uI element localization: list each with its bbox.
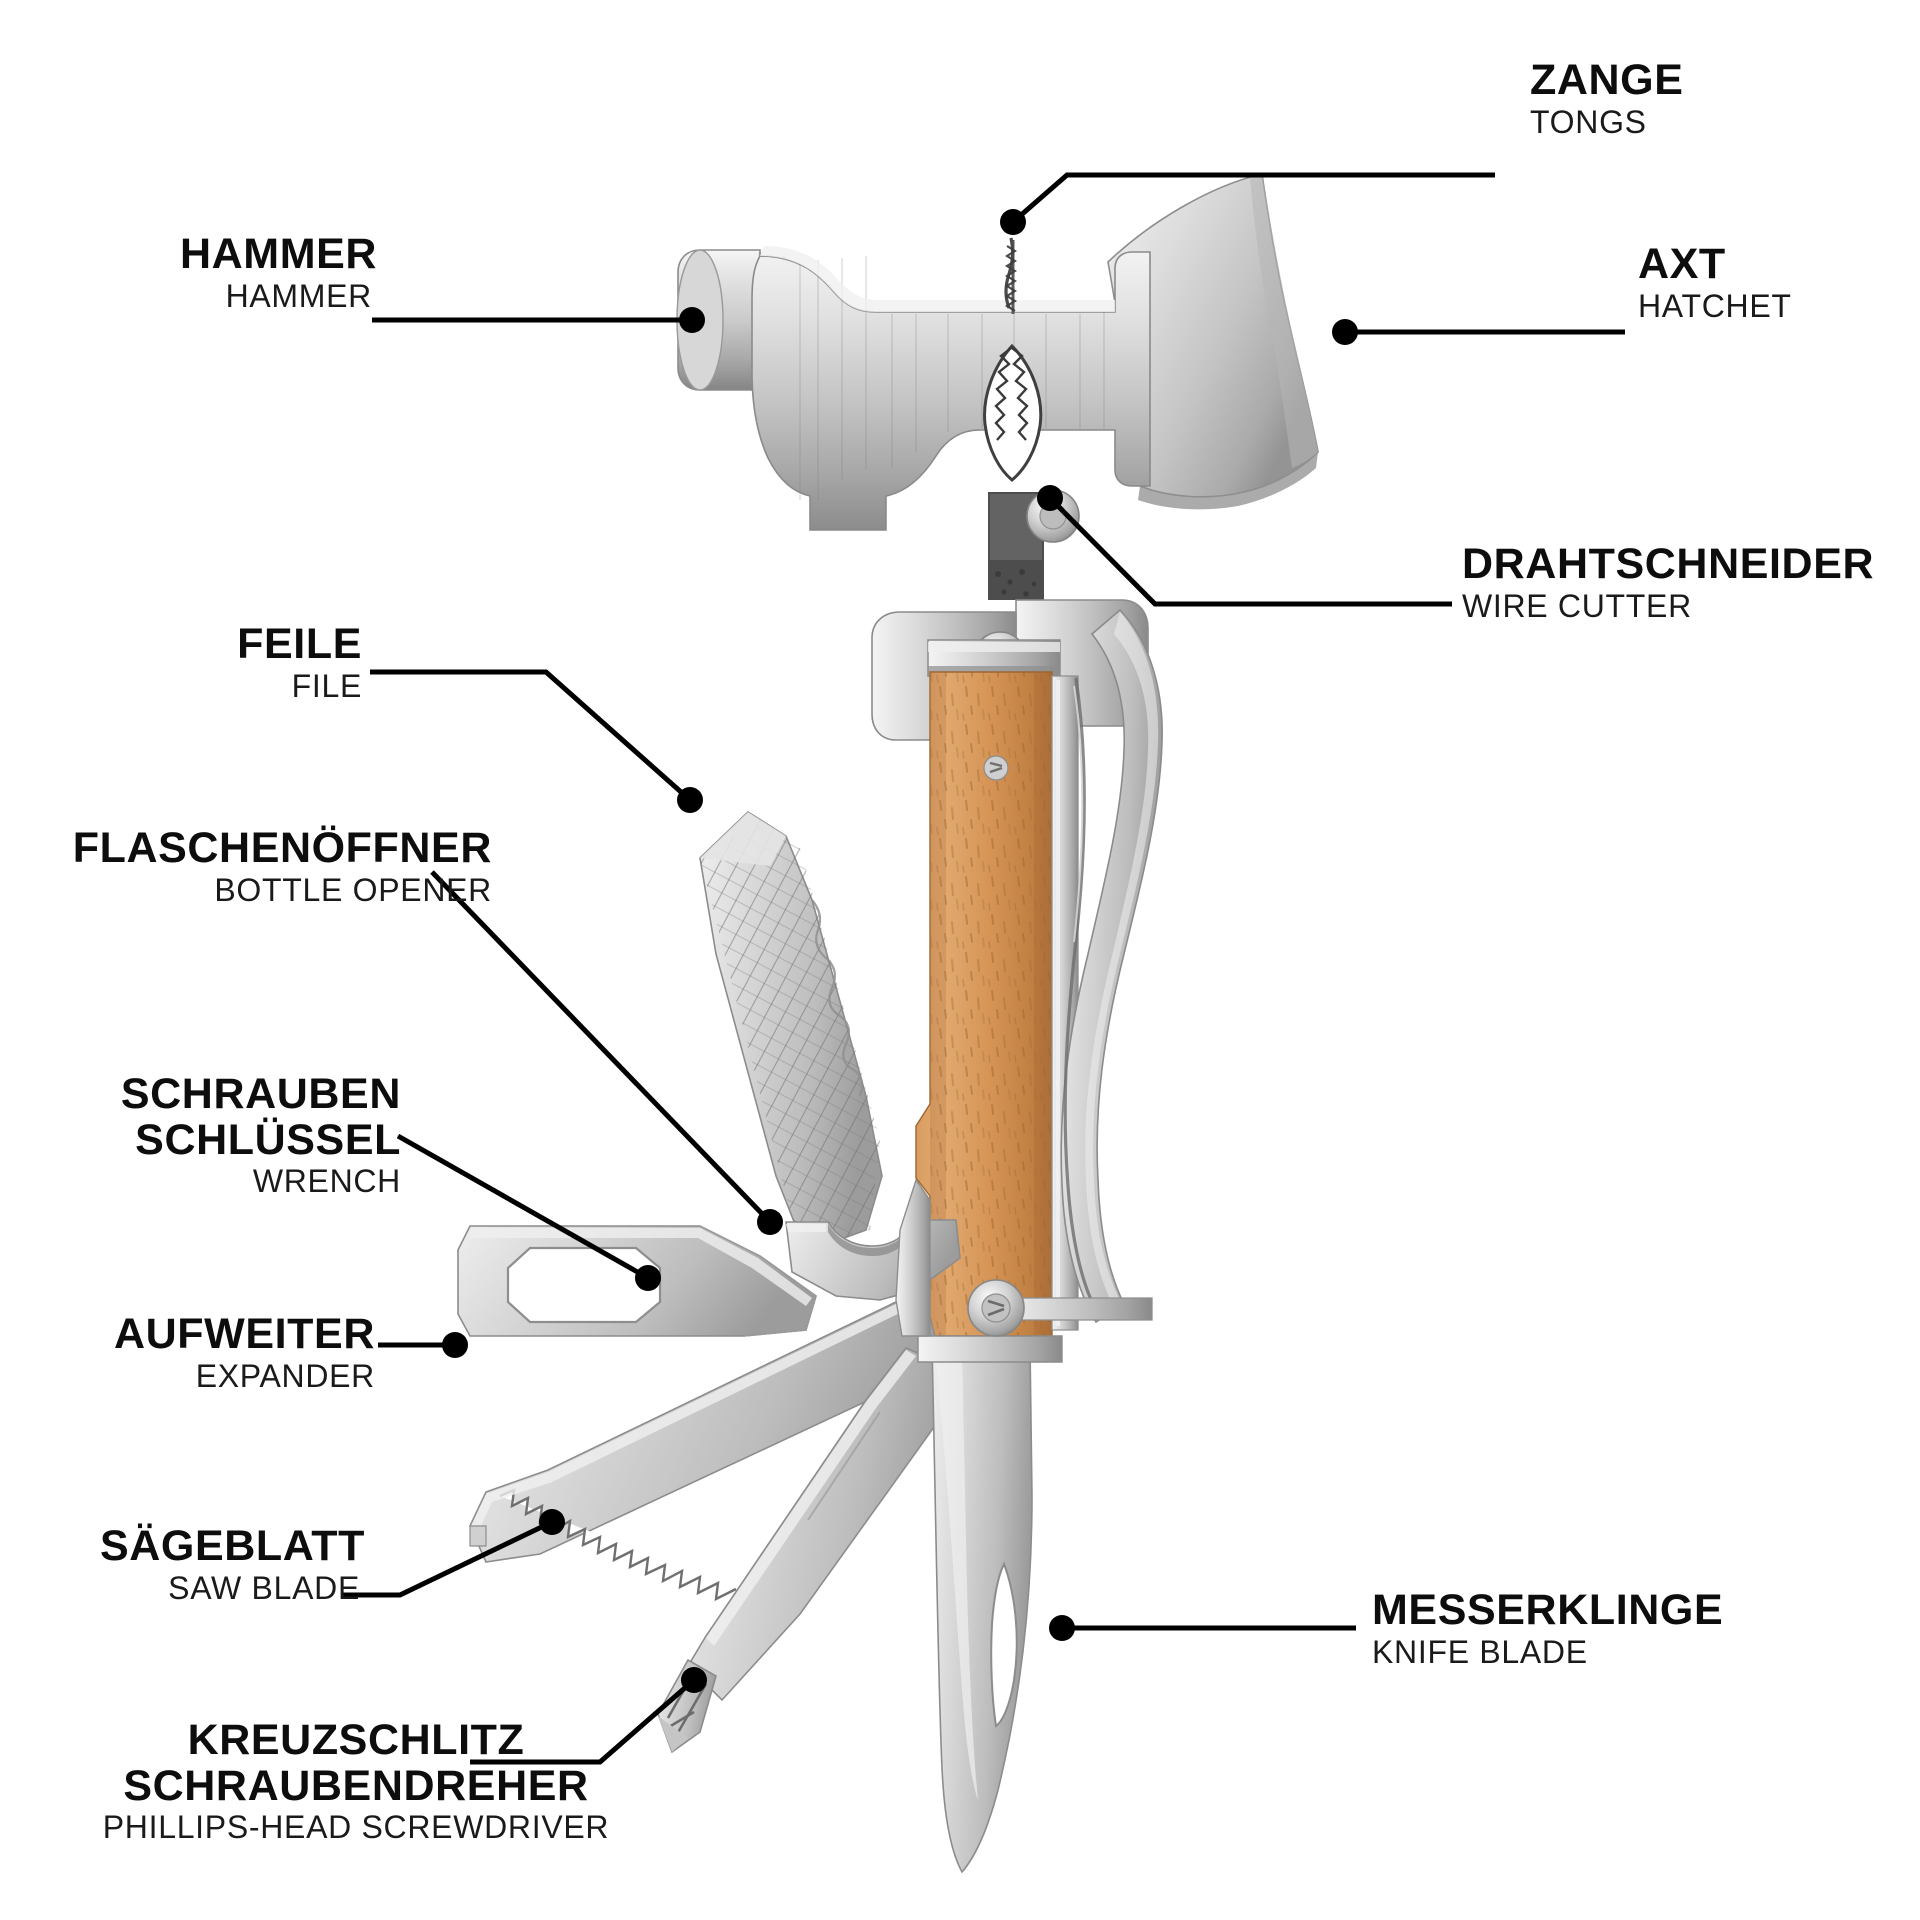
phillips-bit: [657, 1658, 717, 1754]
plier-jaw: [983, 237, 1044, 600]
callout-title-aufweiter: AUFWEITER: [114, 1310, 375, 1358]
callout-title-line1-schraubenschluessel: SCHRAUBEN: [120, 1070, 401, 1118]
callout-subtitle-aufweiter: EXPANDER: [195, 1357, 375, 1394]
wrench-blade: [457, 1225, 817, 1337]
callout-subtitle-schraubenschluessel: WRENCH: [252, 1163, 401, 1200]
callout-title-saegeblatt: SÄGEBLATT: [100, 1522, 365, 1570]
callout-subtitle-flaschenoeffner: BOTTLE OPENER: [214, 871, 492, 908]
handle-shoulder: [895, 1178, 931, 1337]
knife-blade: [917, 1335, 1063, 1874]
plier-handle-arm: [1060, 608, 1163, 1324]
expander-blade: [686, 1347, 953, 1702]
callout-subtitle-saegeblatt: SAW BLADE: [168, 1569, 360, 1606]
saw-blade: [469, 1299, 939, 1602]
callout-title-line2-kreuzschlitz: SCHRAUBENDREHER: [123, 1761, 589, 1810]
handle-pivot-screw: [967, 1279, 1153, 1337]
callout-title-flaschenoeffner: FLASCHENÖFFNER: [72, 824, 492, 872]
callout-title-messerklinge: MESSERKLINGE: [1372, 1586, 1724, 1634]
pivot-rivet-upper: [1026, 489, 1080, 543]
hammer-head: [676, 246, 1151, 531]
callout-subtitle-messerklinge: KNIFE BLADE: [1372, 1633, 1588, 1670]
callout-subtitle-axt: HATCHET: [1638, 287, 1792, 324]
callout-title-zange: ZANGE: [1530, 56, 1684, 104]
callout-subtitle-kreuzschlitz: PHILLIPS-HEAD SCREWDRIVER: [102, 1809, 610, 1846]
callout-subtitle-zange: TONGS: [1530, 103, 1647, 140]
callout-title-hammer: HAMMER: [180, 230, 378, 278]
callout-title-feile: FEILE: [237, 620, 362, 668]
callout-subtitle-drahtschneider: WIRE CUTTER: [1462, 587, 1692, 624]
callout-subtitle-feile: FILE: [291, 667, 362, 704]
wooden-handle: [915, 671, 1053, 1337]
callout-title-line1-kreuzschlitz: KREUZSCHLITZ: [187, 1716, 525, 1764]
callout-title-line2-schraubenschluessel: SCHLÜSSEL: [135, 1115, 401, 1164]
callout-title-axt: AXT: [1638, 240, 1726, 288]
file-blade: [699, 810, 883, 1254]
handle-collar: [927, 639, 1061, 677]
callout-subtitle-hammer: HAMMER: [225, 277, 372, 314]
callout-title-drahtschneider: DRAHTSCHNEIDER: [1462, 540, 1875, 588]
handle-screw: [983, 755, 1009, 781]
